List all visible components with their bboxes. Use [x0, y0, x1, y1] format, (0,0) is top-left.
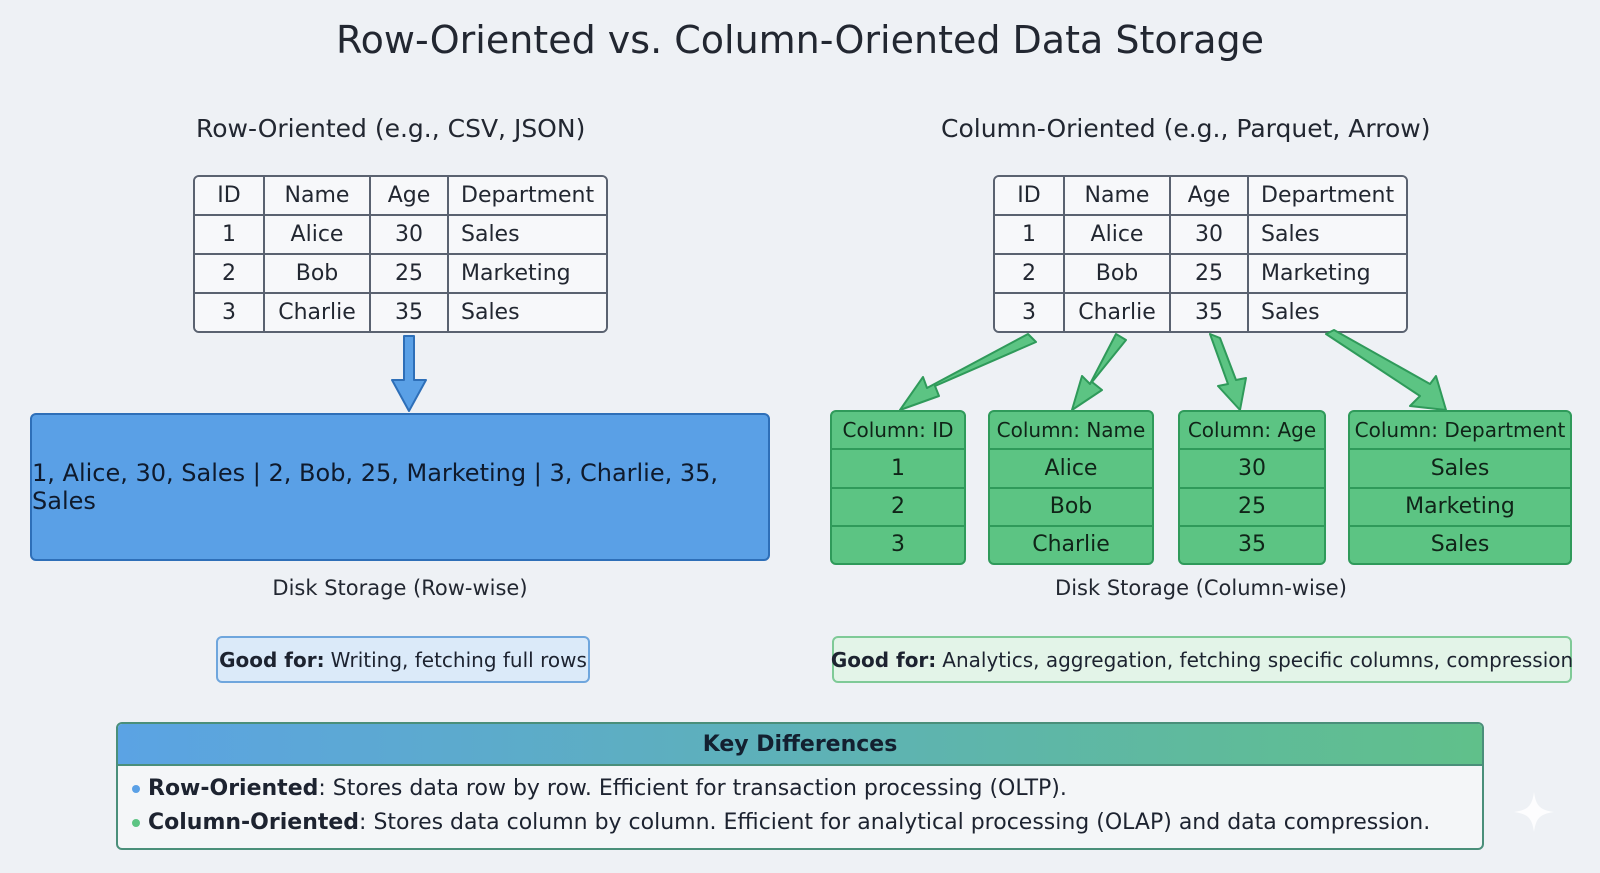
column-value: 2 [832, 486, 964, 525]
header-name: Name [1063, 177, 1171, 216]
column-value: Charlie [990, 524, 1152, 563]
cell-age: 25 [369, 253, 449, 294]
cell-age: 30 [1169, 214, 1249, 255]
description: : Stores data column by column. Efficien… [359, 810, 1431, 835]
column-arrows-icon [899, 329, 1447, 411]
cell-department: Sales [1246, 292, 1407, 331]
page-title: Row-Oriented vs. Column-Oriented Data St… [335, 18, 1265, 62]
column-value: 25 [1180, 486, 1324, 525]
bullet-dot-icon [132, 785, 140, 793]
column-source-table: ID Name Age Department 1 Alice 30 Sales … [993, 175, 1409, 333]
row-disk-storage: 1, Alice, 30, Sales | 2, Bob, 25, Market… [30, 413, 770, 561]
column-value: 1 [832, 448, 964, 486]
table-row: 3 Charlie 35 Sales [195, 292, 607, 331]
table-header-row: ID Name Age Department [995, 177, 1407, 216]
description: : Stores data row by row. Efficient for … [318, 776, 1067, 801]
column-value: 30 [1180, 448, 1324, 486]
cell-id: 3 [995, 292, 1065, 331]
table-row: 2 Bob 25 Marketing [195, 253, 607, 294]
cell-department: Sales [1246, 214, 1407, 255]
cell-department: Marketing [1246, 253, 1407, 294]
row-arrow-icon [391, 335, 427, 412]
column-value: 35 [1180, 524, 1324, 563]
table-header-row: ID Name Age Department [195, 177, 607, 216]
column-id-storage: Column: ID 1 2 3 [830, 410, 966, 565]
row-good-for-box: Good for: Writing, fetching full rows [216, 636, 590, 683]
row-source-table: ID Name Age Department 1 Alice 30 Sales … [193, 175, 609, 333]
cell-department: Marketing [446, 253, 607, 294]
key-differences-heading: Key Differences [118, 724, 1482, 766]
cell-department: Sales [446, 292, 607, 331]
column-value: Bob [990, 486, 1152, 525]
column-department-storage: Column: Department Sales Marketing Sales [1348, 410, 1572, 565]
column-header: Column: ID [842, 418, 954, 443]
good-for-label: Good for: [219, 647, 325, 672]
header-id: ID [995, 177, 1065, 216]
term: Row-Oriented [148, 776, 319, 801]
column-value: 3 [832, 524, 964, 563]
good-for-text: Analytics, aggregation, fetching specifi… [942, 647, 1574, 672]
cell-name: Alice [263, 214, 371, 255]
table-row: 1 Alice 30 Sales [195, 214, 607, 255]
key-differences-panel: Key Differences Row-Oriented: Stores dat… [116, 722, 1484, 850]
cell-name: Bob [1063, 253, 1171, 294]
column-storage-caption: Disk Storage (Column-wise) [1055, 576, 1347, 600]
cell-age: 35 [1169, 292, 1249, 331]
header-age: Age [1169, 177, 1249, 216]
cell-name: Alice [1063, 214, 1171, 255]
table-row: 1 Alice 30 Sales [995, 214, 1407, 255]
cell-id: 1 [995, 214, 1065, 255]
cell-id: 2 [195, 253, 265, 294]
column-name-storage: Column: Name Alice Bob Charlie [988, 410, 1154, 565]
table-row: 2 Bob 25 Marketing [995, 253, 1407, 294]
header-department: Department [446, 177, 607, 216]
cell-id: 1 [195, 214, 265, 255]
cell-name: Charlie [263, 292, 371, 331]
column-value: Sales [1350, 524, 1570, 563]
term: Column-Oriented [148, 810, 360, 835]
column-good-for-box: Good for: Analytics, aggregation, fetchi… [830, 636, 1574, 683]
row-storage-text: 1, Alice, 30, Sales | 2, Bob, 25, Market… [32, 459, 719, 515]
cell-id: 2 [995, 253, 1065, 294]
cell-age: 35 [369, 292, 449, 331]
cell-department: Sales [446, 214, 607, 255]
row-oriented-heading: Row-Oriented (e.g., CSV, JSON) [196, 114, 586, 143]
column-value: Alice [990, 448, 1152, 486]
header-name: Name [263, 177, 371, 216]
cell-age: 25 [1169, 253, 1249, 294]
header-department: Department [1246, 177, 1407, 216]
list-item: Row-Oriented: Stores data row by row. Ef… [132, 776, 1067, 801]
good-for-text: Writing, fetching full rows [330, 647, 587, 672]
cell-name: Bob [263, 253, 371, 294]
cell-name: Charlie [1063, 292, 1171, 331]
header-id: ID [195, 177, 265, 216]
column-header: Column: Age [1187, 418, 1317, 443]
table-row: 3 Charlie 35 Sales [995, 292, 1407, 331]
column-header: Column: Name [996, 418, 1146, 443]
column-oriented-heading: Column-Oriented (e.g., Parquet, Arrow) [941, 114, 1431, 143]
cell-age: 30 [369, 214, 449, 255]
cell-id: 3 [195, 292, 265, 331]
list-item: Column-Oriented: Stores data column by c… [132, 810, 1430, 835]
sparkle-icon [1514, 792, 1554, 832]
good-for-label: Good for: [830, 647, 937, 672]
column-value: Sales [1350, 448, 1570, 486]
column-age-storage: Column: Age 30 25 35 [1178, 410, 1326, 565]
column-value: Marketing [1350, 486, 1570, 525]
column-header: Column: Department [1354, 418, 1566, 443]
row-storage-caption: Disk Storage (Row-wise) [272, 576, 528, 600]
bullet-dot-icon [132, 819, 140, 827]
header-age: Age [369, 177, 449, 216]
